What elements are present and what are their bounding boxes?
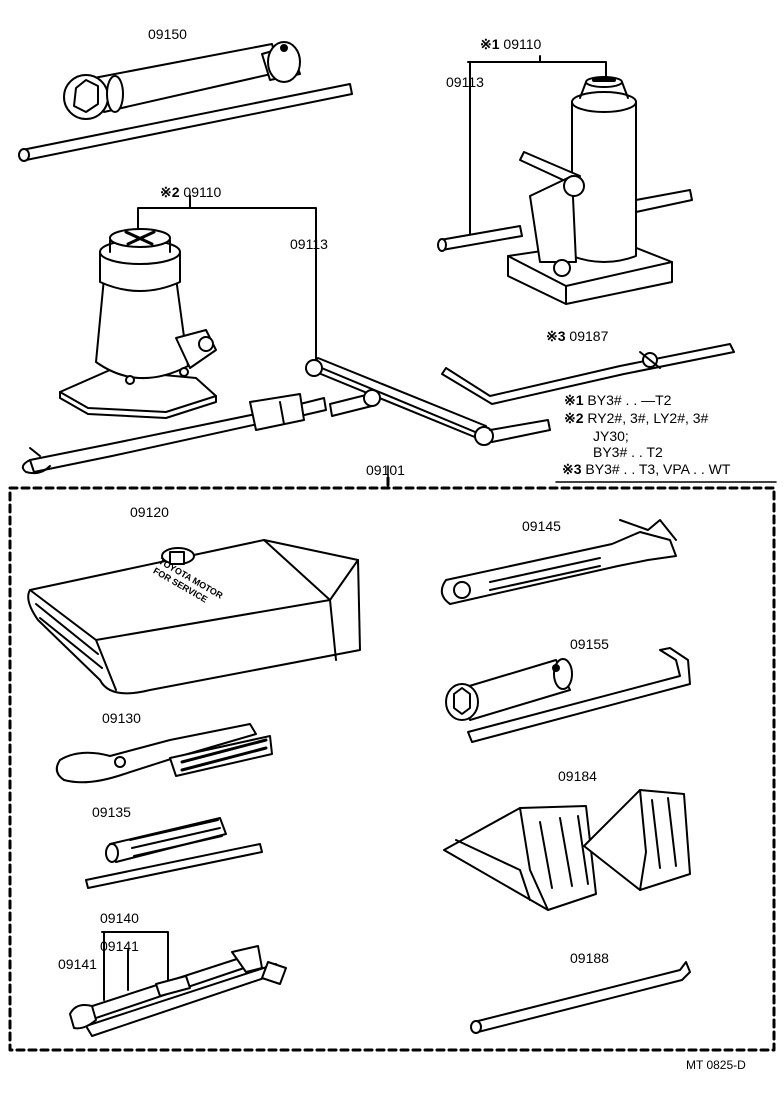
bottle-jack-drawing: [437, 55, 693, 305]
wheel-chocks-drawing: [443, 789, 691, 911]
pliers-drawing: [55, 723, 273, 784]
bent-rod-drawing: [441, 343, 735, 405]
variant-mark-1: ※1: [480, 36, 500, 52]
screwdriver-drawing: [85, 817, 263, 889]
part-label-09145: 09145: [522, 518, 561, 534]
note-text-1: BY3# . . —T2: [587, 392, 672, 408]
part-label-09113-b: 09113: [290, 236, 328, 252]
part-label-09184: 09184: [558, 768, 597, 784]
part-label-09140: 09140: [100, 910, 139, 926]
variant-note-3: ※3 BY3# . . T3, VPA . . WT: [562, 461, 730, 477]
part-number-09110-a: 09110: [503, 36, 542, 52]
drawing-code: MT 0825-D: [686, 1058, 746, 1072]
part-label-09135: 09135: [92, 804, 131, 820]
part-label-09101: 09101: [366, 462, 405, 478]
screw-jack-drawing: [59, 195, 317, 419]
variant-note-2-line2: JY30;: [593, 428, 629, 444]
variant-note-1: ※1 BY3# . . —T2: [564, 392, 671, 408]
part-number-09110-b: 09110: [183, 184, 222, 200]
part-label-09120: 09120: [130, 504, 169, 520]
note-mark-1: ※1: [564, 392, 584, 408]
part-label-09130: 09130: [102, 710, 141, 726]
part-label-09141-b: 09141: [58, 956, 97, 972]
part-label-09141-a: 09141: [100, 938, 139, 954]
adjustable-wrench-drawing: [440, 519, 677, 605]
note-mark-3: ※3: [562, 461, 582, 477]
note-text-3: BY3# . . T3, VPA . . WT: [585, 461, 731, 477]
part-label-09150: 09150: [148, 26, 187, 42]
note-mark-2: ※2: [564, 410, 584, 426]
tool-bag-drawing: [27, 539, 361, 695]
open-end-wrenches-drawing: [69, 931, 287, 1037]
part-label-09155: 09155: [570, 636, 609, 652]
spark-plug-wrench-drawing: [445, 647, 691, 743]
jack-handle-extension-drawing: [305, 357, 551, 446]
part-label-09110-jack-2: ※2 09110: [160, 184, 221, 200]
part-label-09110-jack-1: ※1 09110: [480, 36, 541, 52]
part-number-09187: 09187: [569, 328, 609, 344]
wheel-nut-wrench-drawing: [18, 41, 353, 162]
variant-note-2: ※2 RY2#, 3#, LY2#, 3#: [564, 410, 708, 426]
part-label-09188: 09188: [570, 950, 609, 966]
note-text-2: RY2#, 3#, LY2#, 3#: [587, 410, 709, 426]
part-label-09187: ※3 09187: [546, 328, 608, 344]
tire-lever-drawing: [470, 961, 691, 1034]
variant-mark-3: ※3: [546, 328, 566, 344]
variant-mark-2: ※2: [160, 184, 180, 200]
jack-handle-drawing: [21, 393, 327, 475]
variant-note-2-line3: BY3# . . T2: [593, 444, 663, 460]
part-label-09113-a: 09113: [446, 74, 484, 90]
